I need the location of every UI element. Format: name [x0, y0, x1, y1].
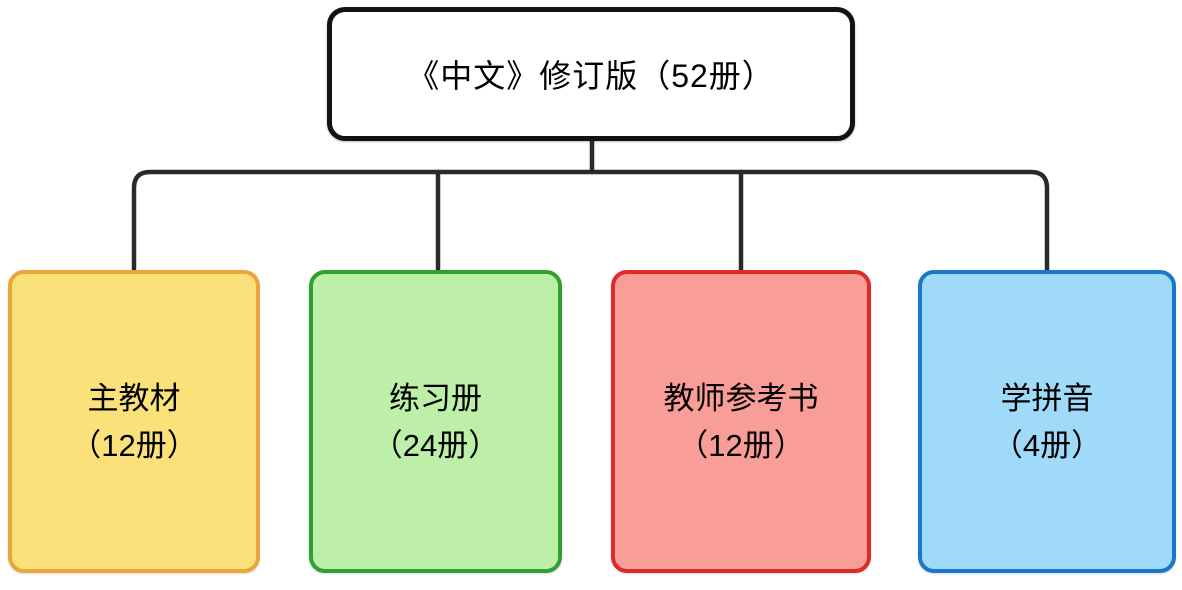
connector-rail	[131, 169, 1050, 275]
root-node: 《中文》修订版（52册）	[327, 7, 855, 141]
node-count: （24册）	[371, 427, 500, 463]
node-main-textbook: 主教材 （12册）	[8, 270, 260, 573]
node-title: 主教材	[87, 380, 181, 416]
node-count: （4册）	[991, 427, 1103, 463]
node-count: （12册）	[70, 427, 198, 463]
node-title: 教师参考书	[663, 380, 819, 416]
root-node-label: 《中文》修订版（52册）	[407, 58, 775, 94]
node-workbook: 练习册 （24册）	[309, 270, 562, 573]
node-title: 练习册	[389, 380, 482, 416]
node-count: （12册）	[677, 427, 805, 463]
node-title: 学拼音	[1000, 380, 1094, 416]
node-learn-pinyin: 学拼音 （4册）	[918, 270, 1176, 573]
node-teacher-reference: 教师参考书 （12册）	[611, 270, 871, 573]
